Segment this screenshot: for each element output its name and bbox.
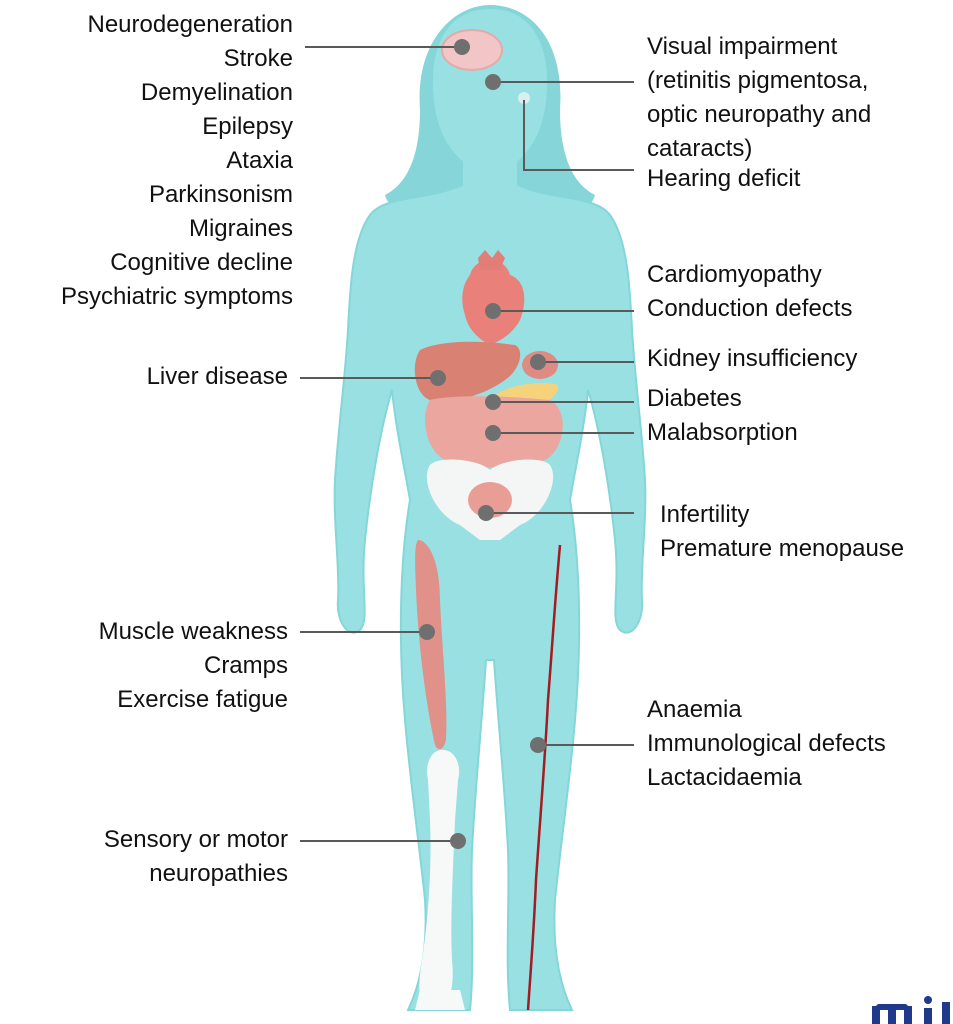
eye-labels: Visual impairment (retinitis pigmentosa,…: [647, 30, 871, 166]
heart-labels: Cardiomyopathy Conduction defects: [647, 258, 852, 326]
label-brain-1: Stroke: [61, 42, 293, 76]
label-liver-0: Liver disease: [147, 360, 288, 394]
reproductive-dot: [478, 505, 494, 521]
logo-fragment: [858, 996, 953, 1024]
liver-dot: [430, 370, 446, 386]
label-eye-1: (retinitis pigmentosa,: [647, 64, 871, 98]
label-brain-7: Cognitive decline: [61, 246, 293, 280]
label-heart-1: Conduction defects: [647, 292, 852, 326]
label-heart-0: Cardiomyopathy: [647, 258, 852, 292]
label-reproductive-1: Premature menopause: [660, 532, 904, 566]
pancreas-labels: Diabetes: [647, 382, 742, 416]
label-brain-8: Psychiatric symptoms: [61, 280, 293, 314]
muscle-labels: Muscle weakness Cramps Exercise fatigue: [99, 615, 288, 717]
eye-dot: [485, 74, 501, 90]
brain: [442, 30, 502, 70]
blood-dot: [530, 737, 546, 753]
reproductive-labels: Infertility Premature menopause: [660, 498, 904, 566]
label-blood-0: Anaemia: [647, 693, 886, 727]
label-brain-2: Demyelination: [61, 76, 293, 110]
kidney-dot: [530, 354, 546, 370]
label-nerve-0: Sensory or motor: [104, 823, 288, 857]
muscle-dot: [419, 624, 435, 640]
intestine-dot: [485, 425, 501, 441]
label-eye-0: Visual impairment: [647, 30, 871, 64]
foot-bone: [415, 990, 465, 1010]
nerve-labels: Sensory or motor neuropathies: [104, 823, 288, 891]
pancreas-dot: [485, 394, 501, 410]
intestine-labels: Malabsorption: [647, 416, 798, 450]
label-reproductive-0: Infertility: [660, 498, 904, 532]
label-brain-0: Neurodegeneration: [61, 8, 293, 42]
label-eye-3: cataracts): [647, 132, 871, 166]
label-blood-1: Immunological defects: [647, 727, 886, 761]
label-brain-4: Ataxia: [61, 144, 293, 178]
label-ear-0: Hearing deficit: [647, 162, 800, 196]
label-nerve-1: neuropathies: [104, 857, 288, 891]
label-eye-2: optic neuropathy and: [647, 98, 871, 132]
label-brain-6: Migraines: [61, 212, 293, 246]
label-muscle-0: Muscle weakness: [99, 615, 288, 649]
nerve-dot: [450, 833, 466, 849]
label-muscle-2: Exercise fatigue: [99, 683, 288, 717]
kidney-labels: Kidney insufficiency: [647, 342, 857, 376]
blood-labels: Anaemia Immunological defects Lactacidae…: [647, 693, 886, 795]
label-kidney-0: Kidney insufficiency: [647, 342, 857, 376]
label-muscle-1: Cramps: [99, 649, 288, 683]
ear-labels: Hearing deficit: [647, 162, 800, 196]
label-intestine-0: Malabsorption: [647, 416, 798, 450]
heart-dot: [485, 303, 501, 319]
label-pancreas-0: Diabetes: [647, 382, 742, 416]
liver-labels: Liver disease: [147, 360, 288, 394]
label-brain-3: Epilepsy: [61, 110, 293, 144]
brain-labels: Neurodegeneration Stroke Demyelination E…: [61, 8, 293, 314]
label-brain-5: Parkinsonism: [61, 178, 293, 212]
label-blood-2: Lactacidaemia: [647, 761, 886, 795]
brain-dot: [454, 39, 470, 55]
